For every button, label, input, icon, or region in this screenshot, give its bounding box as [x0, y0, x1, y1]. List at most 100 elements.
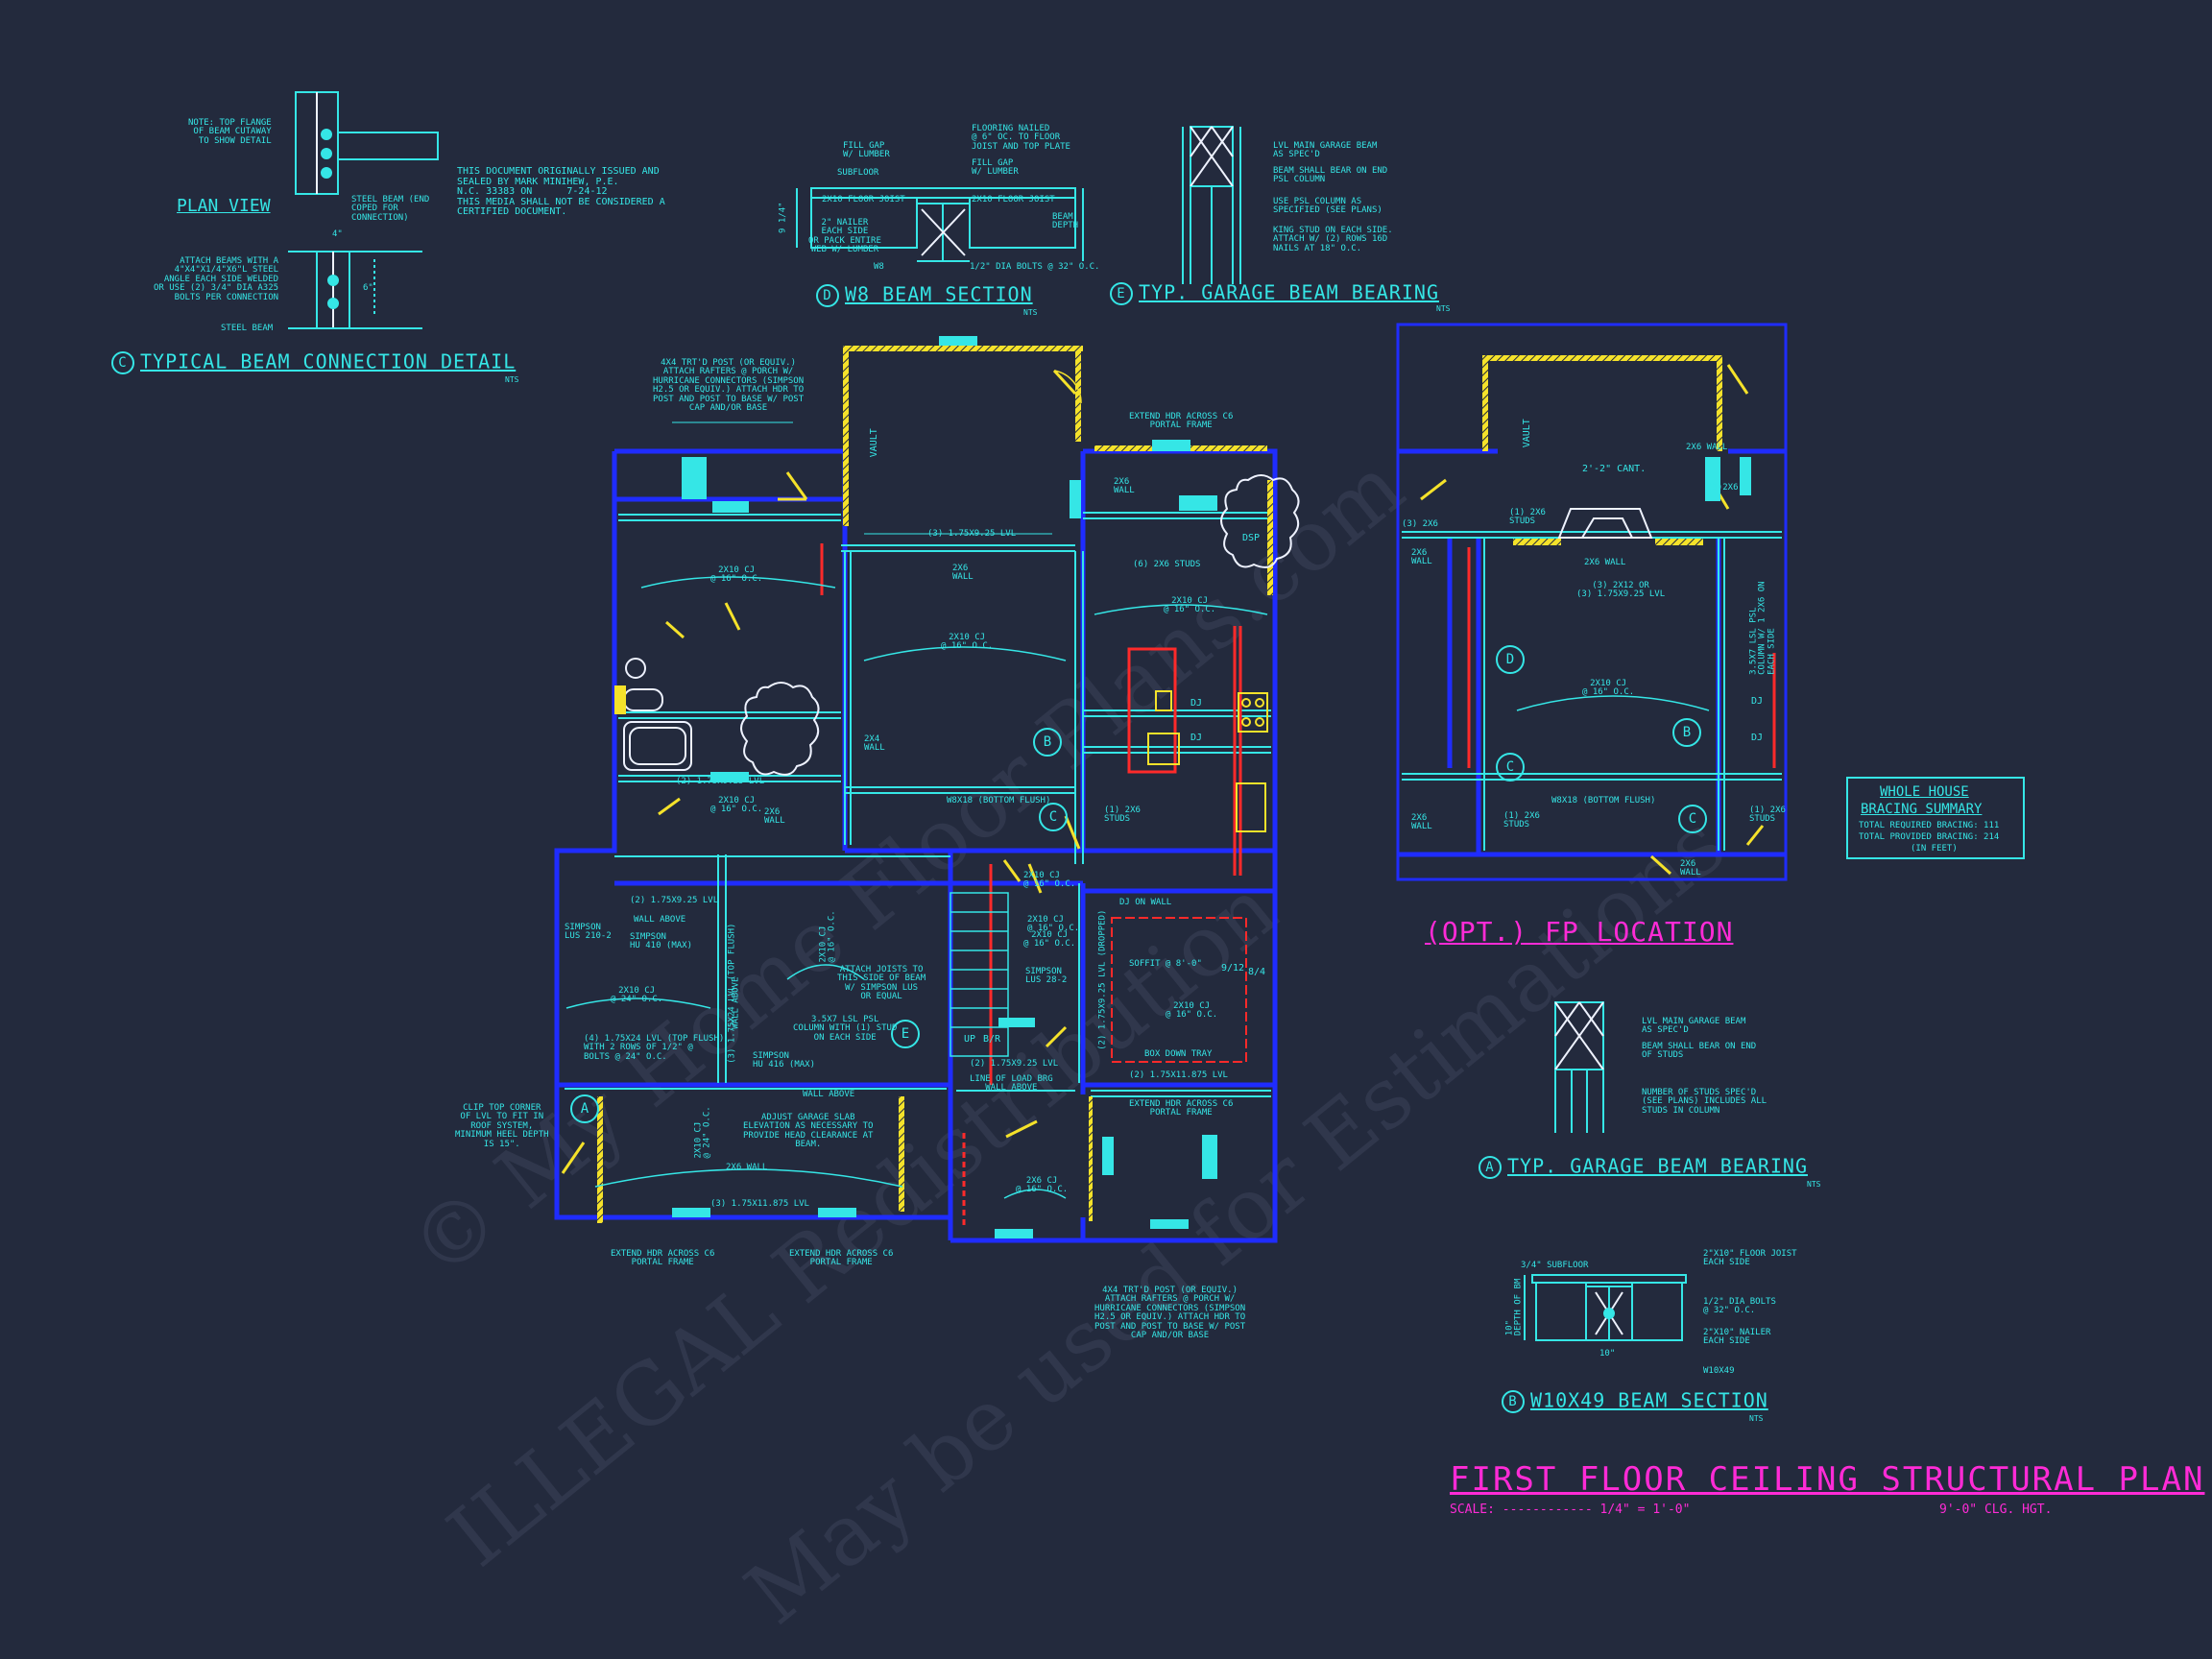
- fp-location-title: (OPT.) FP LOCATION: [1425, 916, 1734, 948]
- cj-mid-top: 2x10 CJ @ 16" O.C.: [941, 633, 994, 652]
- detail-a-bubble: A: [1479, 1156, 1502, 1179]
- e-note-4: KING STUD ON EACH SIDE. ATTACH W/ (2) RO…: [1273, 226, 1393, 253]
- simpson-hu-1: SIMPSON HU 410 (MAX): [630, 932, 693, 951]
- detail-b-bubble: B: [1502, 1390, 1525, 1413]
- fp-bubble-b: B: [1672, 718, 1701, 747]
- fp-w8x18: W8x18 (BOTTOM FLUSH): [1551, 796, 1656, 805]
- section-bubble-e-main: E: [891, 1020, 920, 1048]
- wall-2x6-c: 2x6 WALL: [764, 807, 785, 827]
- wall-above-vertical: WALL ABOVE: [731, 976, 741, 1029]
- d-flooring-nailed: FLOORING NAILED @ 6" OC. TO FLOOR JOIST …: [972, 124, 1070, 152]
- detail-e-nts: NTS: [1436, 304, 1451, 313]
- b-width: 10": [1599, 1349, 1616, 1358]
- detail-b-title: BW10x49 BEAM SECTION: [1502, 1390, 1768, 1413]
- b-nailer: 2"x10" NAILER EACH SIDE: [1703, 1328, 1771, 1347]
- box-tray: BOX DOWN TRAY: [1144, 1049, 1213, 1059]
- lvl-garage: (3) 1.75x11.875 LVL: [710, 1199, 809, 1209]
- cj-garage-bottom: 2x10 CJ @ 24" O.C.: [693, 1106, 713, 1159]
- wall-above-1: WALL ABOVE: [634, 915, 686, 925]
- fp-dj-2: DJ: [1751, 733, 1764, 743]
- plan-view-label: PLAN VIEW: [177, 196, 271, 216]
- detail-e-drawing: [1182, 126, 1241, 284]
- adjust-garage-note: ADJUST GARAGE SLAB ELEVATION AS NECESSAR…: [743, 1113, 874, 1150]
- section-bubble-c-main: C: [1039, 803, 1068, 831]
- detail-d-bubble: D: [816, 284, 839, 307]
- fp-studs-right: (1) 2x6 STUDS: [1749, 805, 1786, 825]
- stair-up: UP: [964, 1034, 976, 1045]
- vault-label: VAULT: [868, 428, 879, 458]
- d-w8: W8: [874, 262, 884, 272]
- d-floor-joist-left: 2x10 FLOOR JOIST: [822, 195, 905, 204]
- fp-cj: 2x10 CJ @ 16" O.C.: [1582, 679, 1635, 698]
- bracing-provided: TOTAL PROVIDED BRACING: 214: [1859, 832, 2000, 842]
- cj-bath: 2x6 CJ @ 16" O.C.: [1016, 1176, 1069, 1195]
- extend-hdr-top: EXTEND HDR ACROSS C6 PORTAL FRAME: [1129, 412, 1234, 431]
- fp-wall-fp: 2x6 WALL: [1584, 558, 1626, 567]
- bracing-title-2: BRACING SUMMARY: [1861, 802, 1983, 817]
- steel-beam-end-note: STEEL BEAM (END COPED FOR CONNECTION): [351, 195, 430, 223]
- stair-br: B/R: [983, 1034, 1001, 1045]
- bracing-summary-box: [1846, 777, 2025, 859]
- b-subfloor: 3/4" SUBFLOOR: [1521, 1261, 1589, 1270]
- wall-2x6-garage: 2x6 WALL: [726, 1163, 768, 1172]
- dj-label-2: DJ: [1190, 733, 1203, 743]
- bracing-title-1: WHOLE HOUSE: [1880, 784, 1969, 800]
- fp-plan-drawing: [1396, 323, 1788, 881]
- fp-studs-top: (3) 2x6: [1402, 519, 1438, 529]
- d-fill-gap: FILL GAP w/ LUMBER: [843, 141, 890, 160]
- detail-c-title-text: TYPICAL BEAM CONNECTION DETAIL: [140, 349, 517, 373]
- fp-wall-2x6: 2x6 WALL: [1686, 443, 1728, 452]
- wall-2x4: 2x4 WALL: [864, 734, 885, 754]
- fp-wall-right: 2x6 WALL: [1680, 859, 1701, 878]
- studs-6: (6) 2x6 STUDS: [1133, 560, 1201, 569]
- fp-wall-left-2: 2x6 WALL: [1411, 813, 1432, 832]
- extend-hdr-right: EXTEND HDR ACROSS C6 PORTAL FRAME: [1129, 1099, 1234, 1118]
- b-joist: 2"x10" FLOOR JOIST EACH SIDE: [1703, 1249, 1797, 1268]
- cj-left-top: 2x10 CJ @ 16" O.C.: [710, 565, 763, 585]
- cj-kitchen: 2x10 CJ @ 16" O.C.: [1166, 1001, 1218, 1021]
- simpson-hu-2: SIMPSON HU 416 (MAX): [753, 1051, 816, 1070]
- dim-6: 6": [363, 283, 373, 293]
- lvl-3-top: (3) 1.75x9.25 LVL: [927, 529, 1017, 539]
- d-nailer: 2" NAILER EACH SIDE OR PACK ENTIRE WEB w…: [808, 218, 881, 255]
- b-bolts: 1/2" DIA BOLTS @ 32" O.C.: [1703, 1297, 1776, 1316]
- detail-d-nts: NTS: [1023, 308, 1038, 317]
- attach-beams-note: ATTACH BEAMS WITH A 4"x4"x1/4"x6"L STEEL…: [154, 256, 279, 302]
- cj-garage-left: 2x10 CJ @ 24" O.C.: [611, 986, 663, 1005]
- soffit: SOFFIT @ 8'-0": [1129, 959, 1202, 969]
- cj-right-top: 2x10 CJ @ 16" O.C.: [1164, 596, 1216, 615]
- fp-lvl-alt: (3) 2x12 OR (3) 1.75x9.25 LVL: [1576, 581, 1666, 600]
- detail-d-drawing: [796, 187, 1084, 262]
- d-dim-right: BEAM DEPTH: [1052, 212, 1079, 231]
- d-floor-joist-right: 2x10 FLOOR JOIST: [972, 195, 1055, 204]
- detail-e-bubble: E: [1110, 282, 1133, 305]
- lvl-porch: (2) 1.75x11.875 LVL: [1129, 1070, 1228, 1080]
- d-subfloor: SUBFLOOR: [837, 168, 879, 178]
- clip-top-note: CLIP TOP CORNER OF LVL TO FIT IN ROOF SY…: [455, 1103, 549, 1149]
- section-bubble-a-main: A: [570, 1094, 599, 1123]
- simpson-lus-2: SIMPSON LUS 28-2: [1025, 967, 1068, 986]
- detail-d-title-text: W8 BEAM SECTION: [845, 282, 1033, 306]
- d-fill-gap-2: FILL GAP w/ LUMBER: [972, 158, 1019, 178]
- dsp-label: DSP: [1242, 533, 1261, 543]
- wall-2x6-top: 2x6 WALL: [1114, 477, 1135, 496]
- a-note-2: BEAM SHALL BEAR ON END OF STUDS: [1642, 1042, 1757, 1061]
- fp-studs-left: (1) 2x6 STUDS: [1503, 811, 1540, 830]
- detail-b-drawing: [1524, 1274, 1687, 1341]
- lvl-stair: (2) 1.75x9.25 LVL: [970, 1059, 1059, 1069]
- detail-e-title-text: TYP. GARAGE BEAM BEARING: [1139, 280, 1439, 304]
- fp-dj-1: DJ: [1751, 696, 1764, 707]
- cj-left-mid: 2x10 CJ @ 16" O.C.: [710, 796, 763, 815]
- bracing-unit: (IN FEET): [1911, 844, 1958, 854]
- e-note-1: LVL MAIN GARAGE BEAM AS SPEC'D: [1273, 141, 1378, 160]
- dim-4: 4": [332, 229, 343, 239]
- detail-c-drawing: [288, 91, 439, 329]
- detail-a-title-text: TYP. GARAGE BEAM BEARING: [1507, 1154, 1808, 1178]
- seal-note: THIS DOCUMENT ORIGINALLY ISSUED AND SEAL…: [457, 166, 665, 217]
- fp-bubble-d: D: [1496, 645, 1525, 674]
- detail-a-drawing: [1554, 1001, 1604, 1133]
- detail-e-title: E TYP. GARAGE BEAM BEARING: [1110, 282, 1439, 305]
- b-w10: W10x49: [1703, 1366, 1735, 1376]
- post-note-top: 4x4 TRT'D POST (OR EQUIV.) ATTACH RAFTER…: [653, 358, 805, 414]
